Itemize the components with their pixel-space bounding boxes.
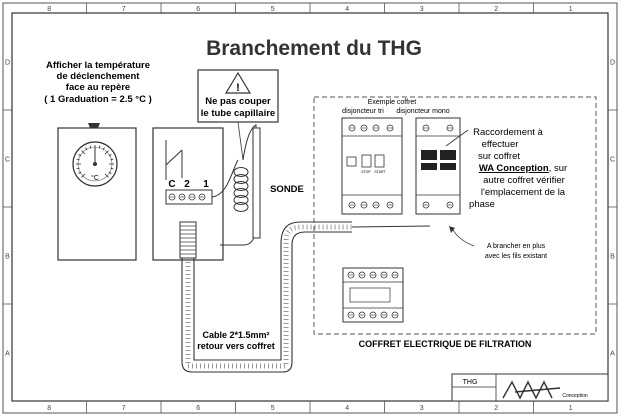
grid-col-label-bottom: 2 (494, 405, 498, 412)
title-block (451, 373, 609, 402)
raccordement-pointer (445, 129, 469, 147)
thermostat-note-line1: Afficher la température (46, 60, 150, 71)
capillary-coil (233, 167, 249, 212)
raccordement-company: WA Conception (479, 163, 549, 174)
company-logo-icon (502, 380, 561, 400)
cable-outer (181, 231, 352, 373)
terminal-2-label: 2 (184, 179, 190, 190)
grid-row-label-left: B (5, 254, 10, 261)
thermostat-note-line3: face au repère (66, 82, 130, 93)
coffret-boundary (313, 96, 597, 335)
grid-row-label-right: B (610, 254, 615, 261)
sonde-label: SONDE (270, 184, 304, 195)
diagram-title: Branchement du THG (206, 37, 422, 60)
grid-col-label-bottom: 3 (420, 405, 424, 412)
warning-line2: le tube capillaire (201, 108, 275, 119)
grid-col-label-bottom: 5 (271, 405, 275, 412)
grid-col-label-bottom: 8 (47, 405, 51, 412)
cable-inner (193, 221, 352, 361)
brancher-note-line2: avec les fils existant (485, 253, 547, 260)
breaker-mono (415, 117, 461, 215)
grid-col-label-top: 6 (196, 6, 200, 13)
warning-triangle-icon (224, 71, 252, 94)
cable-to-breaker-wire (351, 225, 431, 228)
coffret-example-line1: Exemple coffret (368, 99, 417, 106)
title-block-ref: THG (463, 379, 478, 386)
raccordement-line4-rest: , sur (549, 163, 567, 174)
breaker-tri (341, 117, 403, 215)
cable-gland (179, 221, 197, 259)
grid-col-label-bottom: 1 (569, 405, 573, 412)
raccordement-line3: sur coffret (478, 151, 520, 162)
thermostat-note-line4: ( 1 Graduation = 2.5 °C ) (44, 94, 152, 105)
grid-row-label-right: D (610, 60, 615, 67)
grid-col-label-top: 4 (345, 6, 349, 13)
grid-col-label-top: 7 (122, 6, 126, 13)
brancher-note-line1: A brancher en plus (487, 243, 546, 250)
grid-row-label-left: A (5, 351, 10, 358)
grid-row-label-right: C (610, 157, 615, 164)
grid-col-label-bottom: 4 (345, 405, 349, 412)
grid-ticks (3, 3, 617, 413)
terminal-c-label: C (168, 179, 175, 190)
thermostat-dial (72, 141, 118, 187)
stop-button-label: STOP (361, 170, 371, 174)
raccordement-line6: l'emplacement de la (481, 187, 566, 198)
grid-col-label-bottom: 7 (122, 405, 126, 412)
raccordement-line1: Raccordement à (473, 127, 543, 138)
brancher-arrow-head-icon (449, 226, 455, 233)
raccordement-line2: effectuer (482, 139, 519, 150)
raccordement-line5: autre coffret vérifier (483, 175, 565, 186)
switch-contact (165, 140, 183, 180)
thermostat-note-line2: de déclenchement (57, 71, 141, 82)
dial-unit-label: °C (91, 174, 99, 182)
start-button-label: START (374, 170, 386, 174)
grid-col-label-top: 2 (494, 6, 498, 13)
warning-symbol: ! (236, 82, 240, 94)
cable-label-line1: Cable 2*1.5mm² (202, 330, 269, 340)
grid-col-label-top: 3 (420, 6, 424, 13)
grid-col-label-top: 8 (47, 6, 51, 13)
warning-pointer (237, 121, 244, 161)
coffret-example-line3: disjoncteur mono (396, 108, 449, 115)
coffret-example-line2: disjoncteur tri (342, 108, 384, 115)
grid-row-label-right: A (610, 351, 615, 358)
raccordement-line4: WA Conception, sur (479, 163, 567, 174)
cable-label-line2: retour vers coffret (197, 341, 275, 351)
raccordement-line7: phase (469, 199, 495, 210)
contactor-screws (347, 271, 399, 319)
breaker-mono-screws (422, 124, 454, 209)
cable-hatch (185, 224, 352, 369)
terminal-1-label: 1 (203, 179, 209, 190)
grid-col-label-top: 5 (271, 6, 275, 13)
grid-col-label-bottom: 6 (196, 405, 200, 412)
title-block-company: Conception (562, 393, 588, 399)
grid-row-label-left: D (5, 60, 10, 67)
grid-col-label-top: 1 (569, 6, 573, 13)
coffret-label: COFFRET ELECTRIQUE DE FILTRATION (359, 339, 532, 349)
sonde-probe (252, 127, 261, 239)
grid-row-label-left: C (5, 157, 10, 164)
brancher-arrow (451, 227, 475, 247)
terminal-screws (168, 193, 206, 201)
breaker-tri-screws (348, 124, 394, 209)
warning-line1: Ne pas couper (205, 96, 271, 107)
